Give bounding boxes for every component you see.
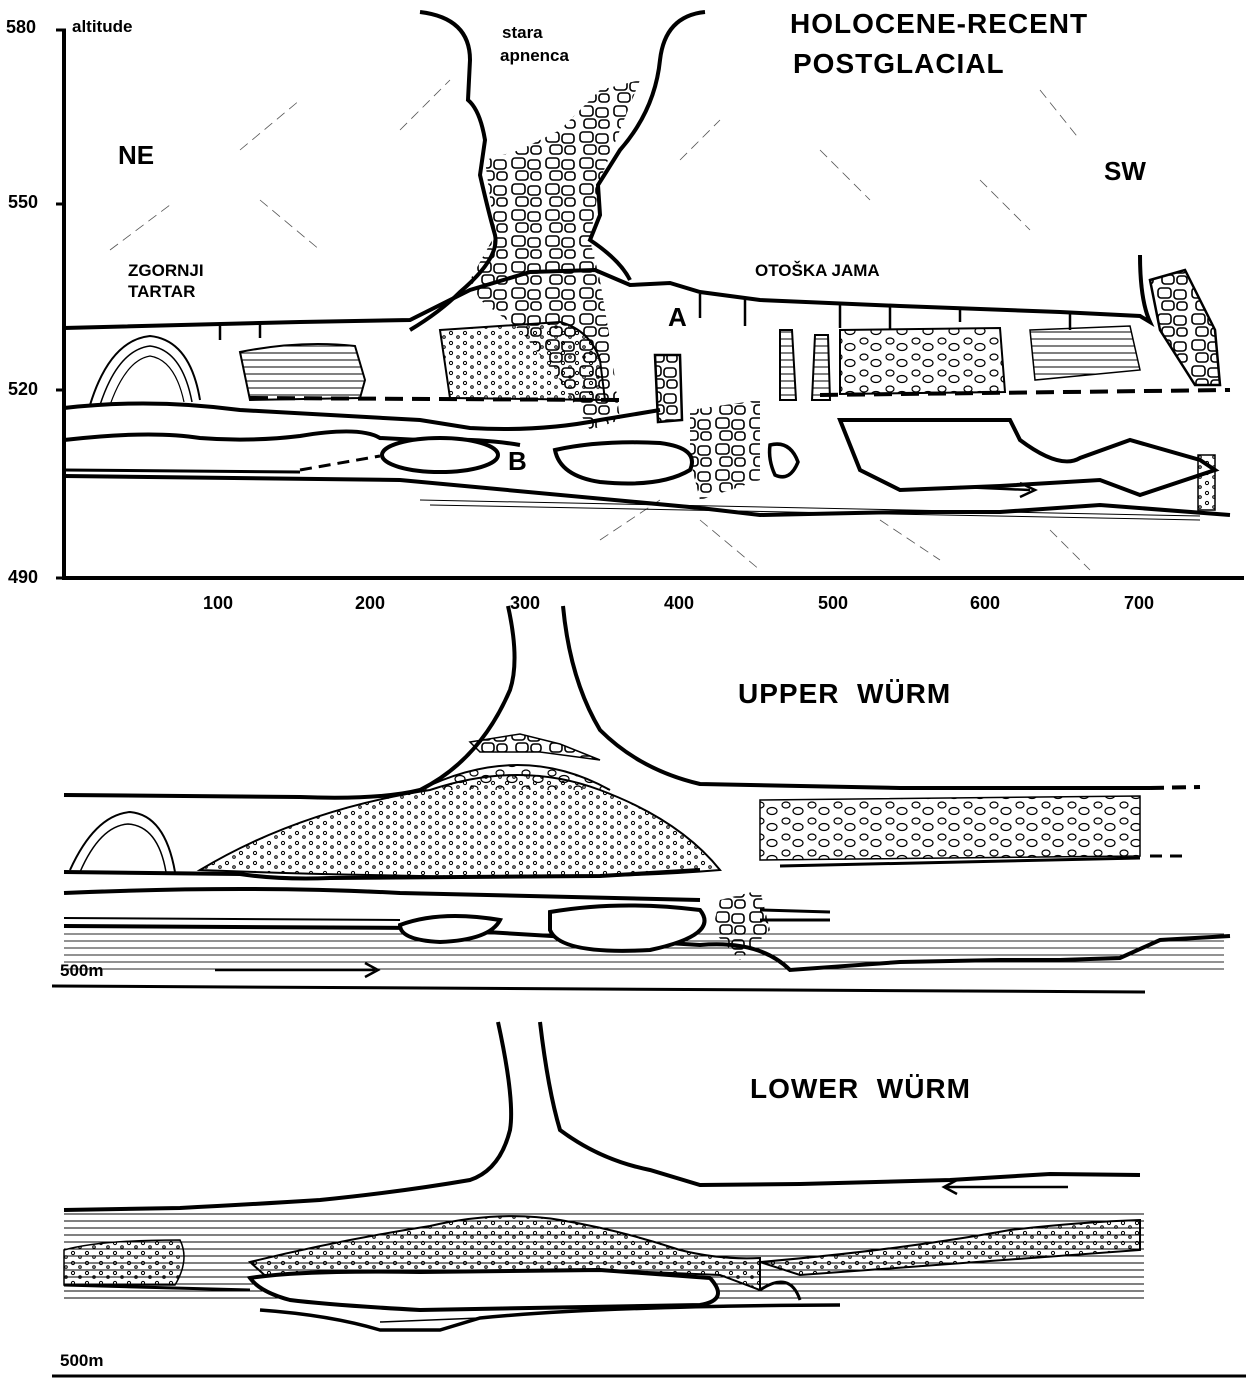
x-tick-200: 200 [355, 594, 385, 612]
ne-label: NE [118, 142, 154, 168]
title-upper-wurm: UPPER WÜRM [738, 680, 951, 708]
bottom-panel [52, 1022, 1246, 1376]
flow-arrow-top [960, 487, 1030, 490]
x-tick-500: 500 [818, 594, 848, 612]
x-tick-400: 400 [664, 594, 694, 612]
zgornji-label-line1: ZGORNJI [128, 262, 204, 279]
x-tick-300: 300 [510, 594, 540, 612]
middle-panel [52, 606, 1230, 992]
title-postglacial: POSTGLACIAL [793, 50, 1005, 78]
y-tick-490: 490 [8, 568, 38, 586]
zgornji-label-line2: TARTAR [128, 283, 195, 300]
x-tick-100: 100 [203, 594, 233, 612]
otoska-label: OTOŠKA JAMA [755, 262, 880, 279]
stara-label-line1: stara [502, 24, 543, 41]
y-axis-label: altitude [72, 18, 132, 35]
y-tick-580: 580 [6, 18, 36, 36]
y-tick-550: 550 [8, 193, 38, 211]
stara-label-line2: apnenca [500, 47, 569, 64]
y-tick-520: 520 [8, 380, 38, 398]
title-lower-wurm: LOWER WÜRM [750, 1075, 971, 1103]
scale-bar-middle [52, 986, 1145, 992]
top-panel [56, 12, 1244, 580]
x-tick-700: 700 [1124, 594, 1154, 612]
sw-label: SW [1104, 158, 1146, 184]
point-a-label: A [668, 304, 687, 330]
title-holocene: HOLOCENE-RECENT [790, 10, 1088, 38]
scale-label-bottom: 500m [60, 1352, 103, 1369]
point-b-label: B [508, 448, 527, 474]
x-tick-600: 600 [970, 594, 1000, 612]
scale-label-middle: 500m [60, 962, 103, 979]
